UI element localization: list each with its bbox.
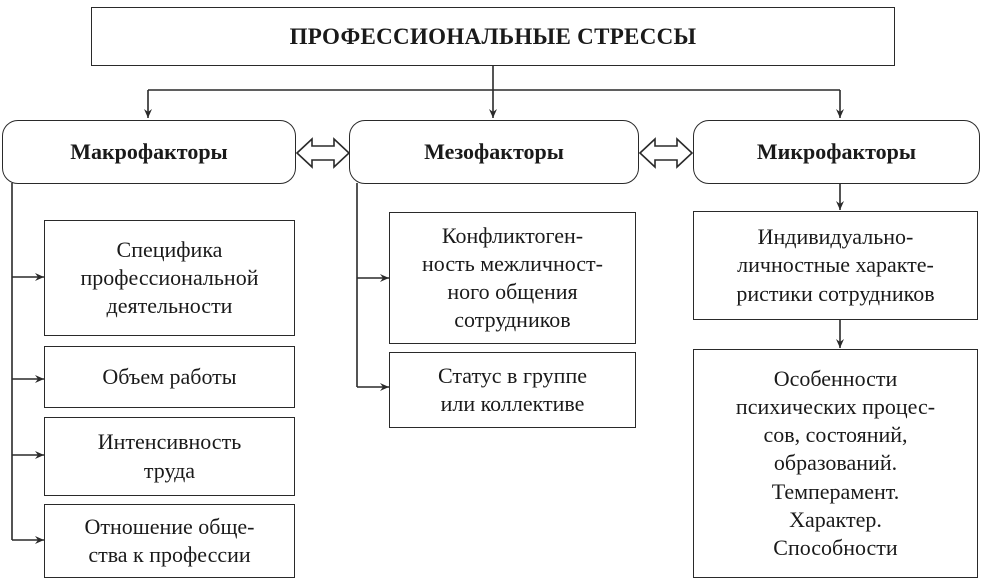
macro-item-workload: Объем работы <box>44 346 295 408</box>
meso-item-conflict: Конфликтоген- ность межличност- ного общ… <box>389 212 636 344</box>
category-microfactors: Микрофакторы <box>693 120 980 184</box>
category-macrofactors: Макрофакторы <box>2 120 296 184</box>
meso-item-status: Статус в группе или коллективе <box>389 352 636 428</box>
double-arrow-meso-micro <box>638 137 694 169</box>
macro-item-specifics: Специфика профессиональной деятельности <box>44 220 295 336</box>
category-mesofactors: Мезофакторы <box>349 120 639 184</box>
diagram-title: ПРОФЕССИОНАЛЬНЫЕ СТРЕССЫ <box>91 7 895 66</box>
macro-item-society-attitude: Отношение обще- ства к профессии <box>44 504 295 578</box>
micro-item-psych-features: Особенности психических процес- сов, сос… <box>693 349 978 578</box>
micro-item-personal-traits: Индивидуально- личностные характе- ристи… <box>693 211 978 320</box>
macro-item-intensity: Интенсивность труда <box>44 417 295 496</box>
double-arrow-macro-meso <box>295 137 351 169</box>
